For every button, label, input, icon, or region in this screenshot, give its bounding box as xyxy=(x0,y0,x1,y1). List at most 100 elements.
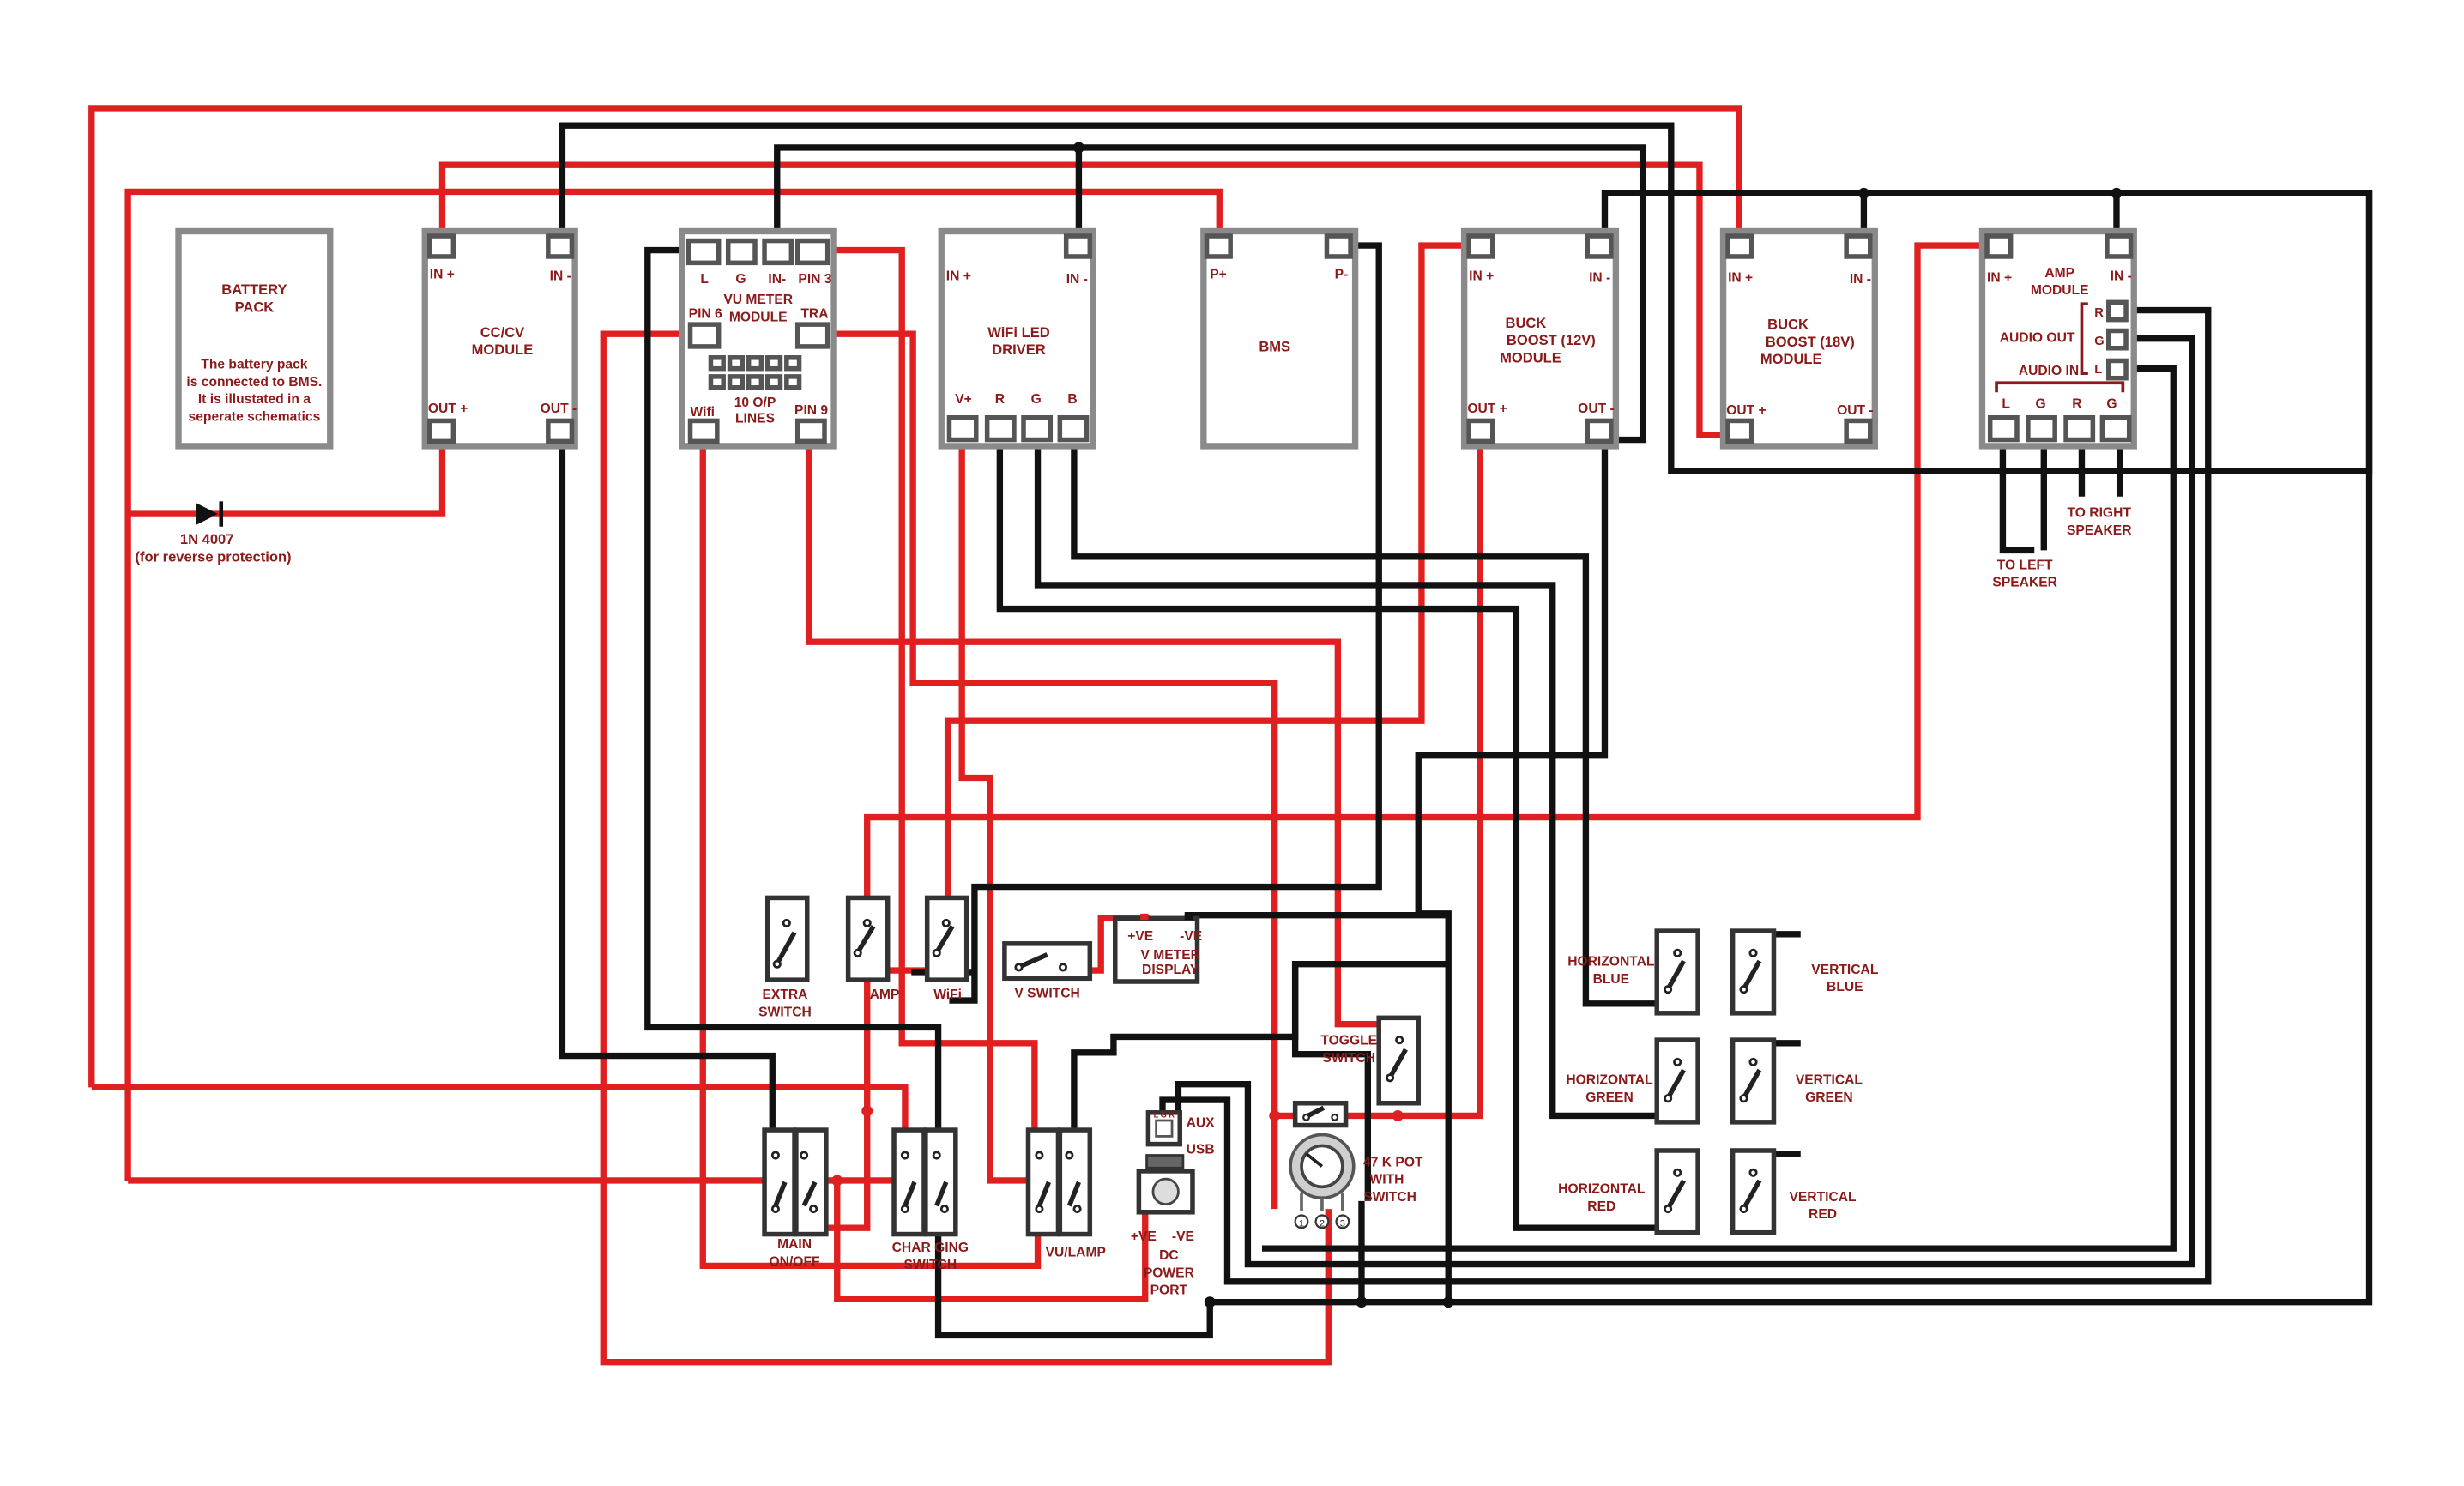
amp-title-2: MODULE xyxy=(2031,283,2089,298)
wire-main-feed xyxy=(124,188,1223,1181)
diode-1n4007: 1N 4007 (for reverse protection) xyxy=(136,501,292,565)
battery-note-2: is connected to BMS. xyxy=(186,375,322,390)
pot-pin1-label: 1 xyxy=(1299,1218,1304,1229)
battery-title-2: PACK xyxy=(235,299,275,315)
vmeter-title-2: DISPLAY xyxy=(1142,963,1199,977)
wifi-g-label: G xyxy=(1031,392,1042,407)
left-speaker-label-2: SPEAKER xyxy=(1992,576,2057,590)
battery-note-3: It is illustated in a xyxy=(198,392,311,407)
battery-note-4: seperate schematics xyxy=(189,409,321,424)
wire-bms-positive xyxy=(88,105,1742,1088)
pot-pin3-label: 3 xyxy=(1340,1218,1345,1229)
cccv-in-plus-label: IN + xyxy=(430,268,455,282)
vu-title: VU METER xyxy=(723,293,793,307)
v-blue-label: VERTICAL xyxy=(1811,963,1879,977)
pot-pin2-label: 2 xyxy=(1320,1218,1325,1229)
buck12-title-2: BOOST (12V) xyxy=(1507,332,1596,348)
v-red-label: VERTICAL xyxy=(1789,1190,1857,1205)
vu-title-2: MODULE xyxy=(729,310,788,324)
pot-switch-contact xyxy=(1292,1100,1349,1128)
h-blue-label: HORIZONTAL xyxy=(1567,955,1655,970)
dc-title-3: PORT xyxy=(1150,1284,1188,1298)
amp-audio-out-label: AUDIO OUT xyxy=(2000,330,2075,345)
wire-cccv-in-plus xyxy=(438,161,1738,438)
vu-g-label: G xyxy=(735,272,746,287)
amp-out-g-label: G xyxy=(2036,397,2046,412)
usb-port: USB xyxy=(1145,1143,1215,1169)
wifi-in-minus-label: IN - xyxy=(1066,272,1088,287)
right-speaker-label-2: SPEAKER xyxy=(2067,523,2132,538)
amp-in-minus-label: IN - xyxy=(2111,269,2132,284)
charging-switch-label-2: SWITCH xyxy=(904,1258,957,1272)
wifi-switch-label: WiFi xyxy=(933,988,962,1002)
toggle-switch-label-2: SWITCH xyxy=(1322,1051,1375,1066)
pot-label-2: WITH xyxy=(1369,1173,1404,1187)
dc-title: DC xyxy=(1159,1248,1179,1263)
vu-tra-label: TRA xyxy=(800,307,828,322)
charging-switch-label: CHAR GING xyxy=(892,1241,969,1255)
buck12-title: BUCK xyxy=(1506,315,1547,331)
v-switch: V SWITCH xyxy=(1002,941,1093,1000)
amp-out-g2-label: G xyxy=(2106,397,2117,412)
extra-switch-label-2: SWITCH xyxy=(758,1005,812,1019)
vmeter-title: V METER xyxy=(1140,948,1199,963)
buck18-out-plus-label: OUT + xyxy=(1726,403,1766,418)
h-green-label: HORIZONTAL xyxy=(1566,1073,1653,1088)
diode-label: 1N 4007 xyxy=(180,531,234,547)
amp-out-r-label: R xyxy=(2072,397,2081,412)
amp-audio-in-label: AUDIO IN xyxy=(2019,364,2079,378)
buck18-title: BUCK xyxy=(1767,317,1809,333)
vu-lines-label: 10 O/P xyxy=(734,396,776,410)
h-blue-label-2: BLUE xyxy=(1593,972,1630,987)
wifi-b-label: B xyxy=(1067,392,1077,407)
buck18-out-minus-label: OUT - xyxy=(1837,403,1874,418)
buck18-title-3: MODULE xyxy=(1760,351,1822,367)
charging-switch: CHAR GING SWITCH xyxy=(891,1127,969,1272)
cccv-module: IN + IN - CC/CV MODULE OUT + OUT - xyxy=(421,227,578,450)
amp-title: AMP xyxy=(2044,266,2074,281)
dc-title-2: POWER xyxy=(1144,1266,1194,1280)
vu-pin3-label: PIN 3 xyxy=(798,272,831,287)
led-direction-switches: HORIZONTAL BLUE VERTICAL BLUE HORIZONTAL… xyxy=(1558,928,1879,1235)
cccv-out-minus-label: OUT - xyxy=(541,402,577,416)
buck18-in-plus-label: IN + xyxy=(1728,270,1753,285)
vu-l-label: L xyxy=(700,272,709,287)
toggle-switch-label: TOGGLE xyxy=(1320,1034,1377,1048)
vu-pin6-label: PIN 6 xyxy=(689,307,722,322)
h-red-label-2: RED xyxy=(1587,1199,1615,1214)
vu-lamp-switch: VU/LAMP xyxy=(1025,1127,1106,1259)
toggle-switch: TOGGLE SWITCH xyxy=(1320,1015,1422,1106)
aux-label: AUX xyxy=(1187,1115,1216,1130)
buck18-title-2: BOOST (18V) xyxy=(1766,334,1855,350)
v-blue-label-2: BLUE xyxy=(1827,980,1863,994)
cccv-title: CC/CV xyxy=(480,324,524,341)
battery-title: BATTERY xyxy=(221,281,287,298)
wifi-driver-title: WiFi LED xyxy=(987,324,1050,341)
battery-pack: BATTERY PACK The battery pack is connect… xyxy=(175,227,334,450)
vu-pin9-label: PIN 9 xyxy=(794,403,828,418)
bms-module: P+ P- BMS xyxy=(1200,227,1359,450)
wifi-vplus-label: V+ xyxy=(955,392,972,407)
dc-power-port: +VE -VE DC POWER PORT xyxy=(1131,1169,1195,1298)
wifi-driver-title-2: DRIVER xyxy=(992,341,1046,358)
buck-boost-12v: IN + IN - BUCK BOOST (12V) MODULE OUT + … xyxy=(1460,227,1620,450)
wifi-r-label: R xyxy=(995,392,1005,407)
wifi-led-driver: IN + IN - WiFi LED DRIVER V+ R G B xyxy=(938,227,1096,450)
vu-output-grid xyxy=(708,355,802,390)
black-wires xyxy=(559,122,2373,1339)
vmeter-neg-label: -VE xyxy=(1180,929,1202,944)
v-meter-display: +VE -VE V METER DISPLAY xyxy=(1113,913,1202,984)
wifi-switch: WiFi xyxy=(924,895,969,1002)
right-speaker-label: TO RIGHT xyxy=(2068,506,2132,521)
buck18-in-minus-label: IN - xyxy=(1850,272,1871,287)
v-green-label-2: GREEN xyxy=(1805,1090,1853,1105)
vu-meter-module: L G IN- PIN 3 VU METER MODULE PIN 6 TRA … xyxy=(679,227,837,450)
bms-pplus-label: P+ xyxy=(1210,268,1227,282)
h-red-label: HORIZONTAL xyxy=(1558,1182,1646,1197)
left-speaker-label: TO LEFT xyxy=(1997,558,2053,572)
aux-pins-label: L G R xyxy=(1154,1110,1175,1119)
vu-in-minus-label: IN- xyxy=(768,272,786,287)
aux-port: L G R AUX xyxy=(1145,1110,1216,1147)
amp-r-label: R xyxy=(2094,306,2104,320)
